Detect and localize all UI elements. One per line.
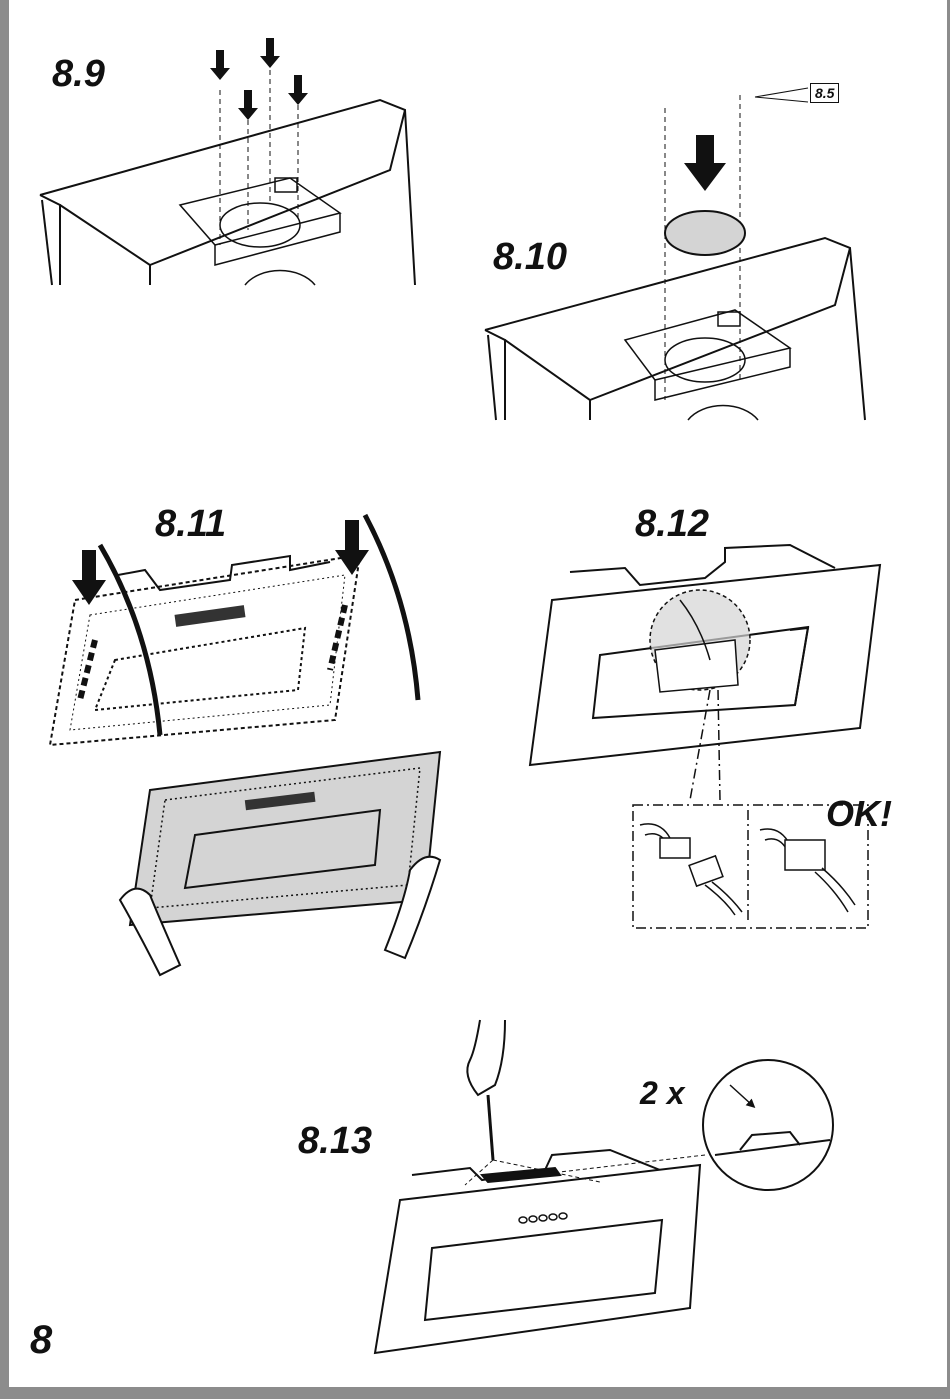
panel-held-by-hands — [120, 752, 440, 975]
motor-unit — [655, 640, 738, 692]
down-arrow-icon — [210, 38, 308, 120]
screwdriver-icon — [467, 1020, 505, 1160]
magnified-screw-detail — [703, 1060, 833, 1190]
page-number: 8 — [30, 1318, 52, 1363]
figure-8-13 — [375, 1150, 700, 1353]
figure-8-11 — [50, 515, 418, 745]
ok-label: OK! — [826, 793, 892, 835]
step-label-8-11: 8.11 — [155, 505, 226, 543]
step-label-8-9: 8.9 — [52, 55, 105, 93]
quantity-label: 2 x — [640, 1075, 684, 1112]
figure-8-9 — [40, 70, 415, 285]
step-label-8-12: 8.12 — [635, 505, 709, 543]
step-label-8-13: 8.13 — [298, 1122, 372, 1160]
reference-box-8-5: 8.5 — [810, 83, 839, 103]
step-label-8-10: 8.10 — [493, 238, 567, 276]
control-buttons — [175, 605, 246, 627]
down-arrow-icon — [684, 135, 726, 191]
grease-filter — [665, 211, 745, 255]
